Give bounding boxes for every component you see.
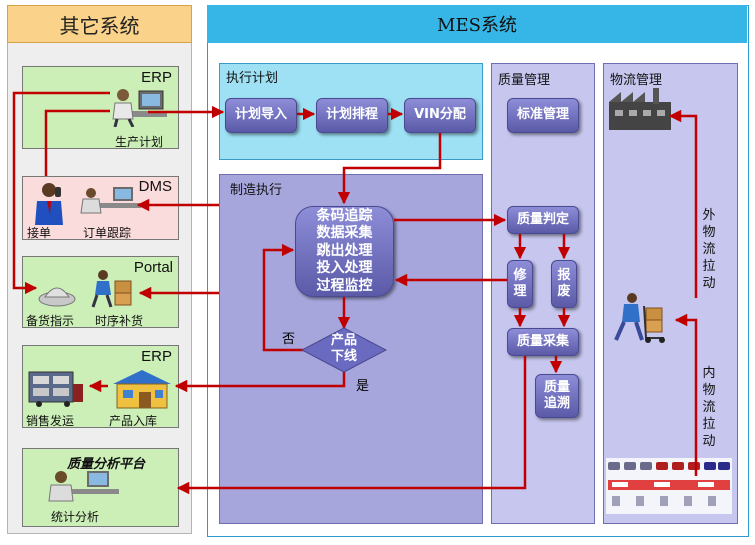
dms-label-order: 接单 [27, 226, 52, 240]
factory-icon [609, 88, 671, 130]
execution-plan-title: 执行计划 [226, 71, 279, 86]
arrow-erp-to-portal [12, 91, 110, 295]
repair-button[interactable]: 修 理 [507, 260, 533, 308]
external-logistics-pull-label: 外物流拉动 [702, 208, 716, 291]
center-line-skip: 跳出处理 [316, 242, 373, 259]
erp-plan-label: 生产计划 [115, 135, 164, 149]
plan-scheduling-button[interactable]: 计划排程 [316, 98, 388, 133]
erp-sales-label-warehousing: 产品入库 [109, 414, 158, 428]
other-systems-title: 其它系统 [7, 5, 192, 43]
quality-collection-button[interactable]: 质量采集 [507, 328, 579, 356]
internal-logistics-pull-label: 内物流拉动 [702, 366, 716, 449]
arrow-vin-to-process [337, 133, 442, 205]
decision-yes-label: 是 [356, 379, 370, 394]
decision-line-2: 下线 [330, 349, 357, 364]
center-line-barcode: 条码追踪 [316, 207, 373, 224]
process-control-node[interactable]: 条码追踪 数据采集 跳出处理 投入处理 过程监控 [295, 206, 394, 297]
mes-title: MES系统 [207, 5, 747, 43]
decision-no-label: 否 [282, 332, 296, 347]
analyst-workstation-icon [48, 471, 119, 502]
arrow-decision-yes [174, 370, 346, 393]
erp-plan-box[interactable]: ERP 生产计划 [22, 66, 179, 149]
quality-analysis-box[interactable]: 质量分析平台 统计分析 [22, 448, 179, 527]
dms-title: DMS [138, 178, 172, 195]
warehouse-icon [113, 370, 171, 409]
erp-plan-title: ERP [141, 69, 172, 86]
center-line-data: 数据采集 [316, 225, 373, 242]
repair-line-1: 修 [513, 267, 527, 283]
center-line-input: 投入处理 [316, 260, 373, 277]
quality-analysis-title: 质量分析平台 [67, 456, 146, 471]
arrow-internal-pull [674, 313, 698, 476]
arrow-decision-no [262, 243, 330, 352]
portal-label-replenish: 时序补货 [95, 314, 144, 328]
assembly-line-icon [606, 458, 732, 514]
trace-line-2: 追溯 [543, 396, 570, 411]
plan-import-button[interactable]: 计划导入 [225, 98, 297, 133]
quality-judgement-button[interactable]: 质量判定 [507, 206, 579, 234]
scrap-line-2: 废 [557, 284, 571, 299]
car-carrier-truck-icon [28, 371, 83, 407]
operator-workstation-icon [112, 89, 167, 127]
vin-allocation-button[interactable]: VIN分配 [404, 98, 476, 133]
logistics-management-section: 物流管理 [603, 63, 738, 524]
order-tracking-desk-icon [80, 187, 141, 214]
dms-label-tracking: 订单跟踪 [83, 226, 132, 240]
arrow-external-pull [668, 109, 698, 298]
manufacturing-execution-title: 制造执行 [230, 183, 283, 198]
delivery-worker-icon [91, 270, 132, 308]
quality-trace-button[interactable]: 质量 追溯 [535, 374, 579, 418]
product-offline-decision[interactable] [300, 327, 388, 373]
repair-line-2: 理 [513, 284, 527, 299]
quality-analysis-label: 统计分析 [51, 510, 100, 524]
arrow-dms-to-erp [44, 109, 110, 176]
decision-line-1: 产品 [330, 333, 357, 348]
standard-management-button[interactable]: 标准管理 [507, 98, 579, 133]
scrap-button[interactable]: 报 废 [551, 260, 577, 308]
stock-instruction-icon [38, 287, 76, 307]
quality-management-title: 质量管理 [498, 73, 551, 88]
portal-label-stock: 备货指示 [26, 314, 75, 328]
dms-box[interactable]: DMS 接单 订单跟踪 [22, 176, 179, 240]
erp-sales-label-shipping: 销售发运 [26, 414, 75, 428]
trace-line-1: 质量 [543, 379, 570, 395]
logistics-worker-icon [614, 293, 665, 343]
phone-operator-icon [35, 183, 63, 225]
arrow-collect-to-analysis [176, 356, 527, 495]
erp-sales-title: ERP [141, 348, 172, 365]
center-line-monitor: 过程监控 [316, 277, 373, 294]
scrap-line-1: 报 [557, 267, 571, 283]
logistics-management-title: 物流管理 [610, 73, 663, 88]
portal-title: Portal [133, 259, 173, 276]
decision-label: 产品 下线 [319, 333, 369, 365]
